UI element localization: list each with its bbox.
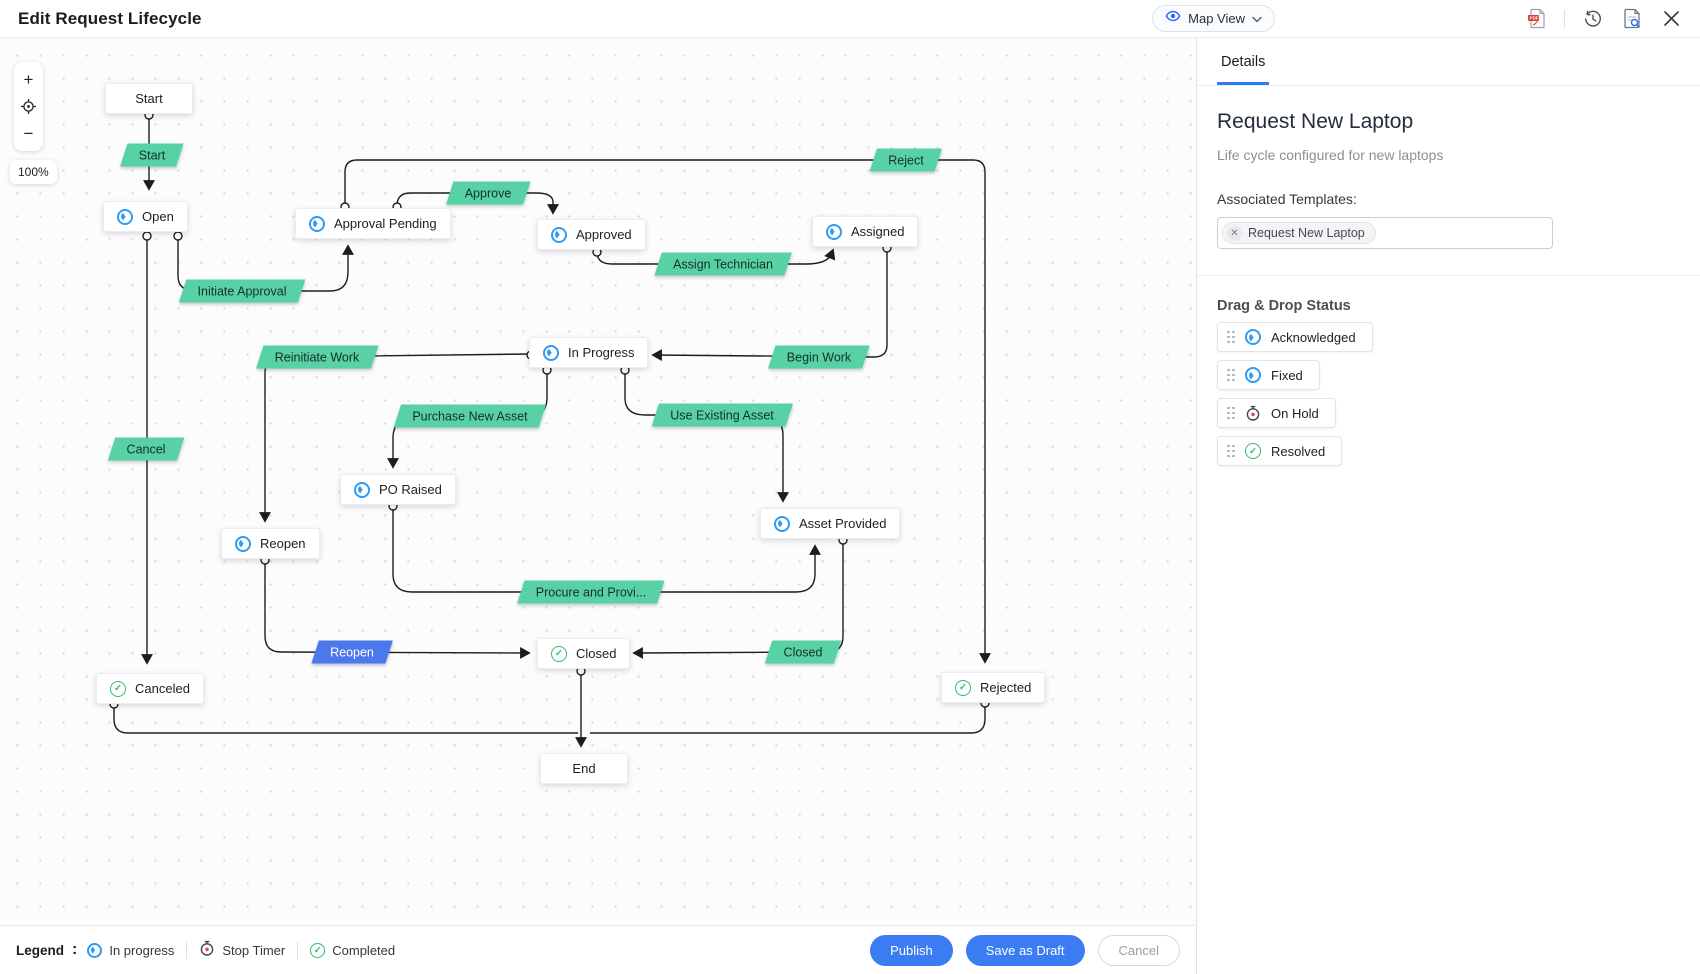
node-in-progress[interactable]: In Progress (529, 337, 649, 368)
page-title: Edit Request Lifecycle (18, 8, 202, 28)
in-progress-icon (354, 481, 370, 498)
template-chip-label: Request New Laptop (1248, 226, 1365, 240)
node-closed[interactable]: ✓Closed (537, 638, 631, 669)
stop-timer-icon (1245, 405, 1261, 422)
drag-handle-icon[interactable] (1227, 330, 1235, 344)
in-progress-icon (309, 215, 325, 232)
completed-icon: ✓ (110, 680, 126, 697)
node-rejected[interactable]: ✓Rejected (941, 672, 1046, 703)
transition-use-existing-asset[interactable]: Use Existing Asset (655, 404, 789, 427)
audit-document-search-icon[interactable] (1621, 8, 1643, 30)
node-approval-pending[interactable]: Approval Pending (295, 208, 451, 239)
transition-closed[interactable]: Closed (769, 641, 838, 664)
zoom-in-button[interactable]: + (23, 69, 34, 89)
status-card-acknowledged[interactable]: Acknowledged (1217, 322, 1373, 352)
history-icon[interactable] (1582, 8, 1604, 30)
legend-stop-timer: Stop Timer (199, 940, 285, 960)
completed-icon: ✓ (551, 645, 567, 662)
in-progress-icon (1245, 329, 1261, 345)
transition-assign-technician[interactable]: Assign Technician (658, 253, 788, 276)
node-approved[interactable]: Approved (537, 219, 646, 250)
flowchart: Start Open Approval Pending Approved Ass… (0, 38, 1196, 974)
map-view-dropdown[interactable]: Map View (1152, 5, 1275, 32)
in-progress-icon (87, 942, 103, 958)
drag-handle-icon[interactable] (1227, 368, 1235, 382)
legend-completed: ✓ Completed (310, 942, 395, 958)
header-divider (1564, 9, 1565, 28)
save-as-draft-button[interactable]: Save as Draft (965, 934, 1085, 966)
details-panel: Details Request New Laptop Life cycle co… (1196, 38, 1700, 974)
header-actions: PDF (1525, 8, 1682, 30)
node-assigned[interactable]: Assigned (812, 216, 919, 247)
eye-icon (1165, 8, 1181, 29)
transition-procure-and-provision[interactable]: Procure and Provi... (521, 581, 661, 604)
chevron-down-icon (1252, 10, 1262, 28)
transition-reject[interactable]: Reject (873, 149, 938, 172)
in-progress-icon (117, 208, 133, 225)
zoom-toolbar: + − (14, 62, 43, 151)
in-progress-icon (1245, 367, 1261, 383)
section-divider (1197, 275, 1700, 276)
transition-initiate-approval[interactable]: Initiate Approval (183, 280, 302, 303)
transition-approve[interactable]: Approve (450, 182, 527, 205)
close-icon[interactable] (1660, 8, 1682, 30)
node-asset-provided[interactable]: Asset Provided (760, 508, 901, 539)
in-progress-icon (774, 515, 790, 532)
legend-divider (297, 941, 299, 959)
cancel-button[interactable]: Cancel (1097, 934, 1180, 966)
legend-label: Legend (16, 942, 65, 958)
node-reopen[interactable]: Reopen (221, 528, 320, 559)
transition-reopen[interactable]: Reopen (315, 641, 389, 664)
remove-template-icon[interactable]: ✕ (1227, 225, 1242, 241)
zoom-out-button[interactable]: − (23, 123, 34, 143)
node-po-raised[interactable]: PO Raised (340, 474, 456, 505)
recenter-icon[interactable] (14, 93, 43, 120)
transition-begin-work[interactable]: Begin Work (772, 346, 866, 369)
header: Edit Request Lifecycle Map View PDF (0, 0, 1700, 38)
publish-button[interactable]: Publish (870, 934, 953, 966)
status-card-on-hold[interactable]: On Hold (1217, 398, 1336, 428)
stop-timer-icon (199, 940, 215, 960)
completed-icon: ✓ (1245, 443, 1261, 459)
in-progress-icon (543, 344, 559, 361)
associated-templates-input[interactable]: ✕ Request New Laptop (1217, 217, 1553, 249)
completed-icon: ✓ (310, 942, 326, 958)
transition-reinitiate-work[interactable]: Reinitiate Work (260, 346, 375, 369)
node-start[interactable]: Start (105, 83, 193, 114)
export-pdf-icon[interactable]: PDF (1525, 8, 1547, 30)
panel-tabs: Details (1197, 38, 1700, 86)
in-progress-icon (826, 223, 842, 240)
lifecycle-description: Life cycle configured for new laptops (1217, 147, 1444, 163)
transition-cancel[interactable]: Cancel (112, 438, 181, 461)
lifecycle-title: Request New Laptop (1217, 110, 1414, 133)
map-view-label: Map View (1188, 11, 1245, 26)
tab-details[interactable]: Details (1217, 54, 1270, 85)
svg-text:PDF: PDF (1529, 16, 1538, 21)
drag-handle-icon[interactable] (1227, 406, 1235, 420)
node-open[interactable]: Open (103, 201, 188, 232)
drag-drop-status-label: Drag & Drop Status (1217, 298, 1351, 314)
lifecycle-canvas[interactable]: + − 100% (0, 38, 1196, 974)
transition-purchase-new-asset[interactable]: Purchase New Asset (397, 405, 542, 428)
node-end[interactable]: End (540, 753, 628, 784)
status-card-resolved[interactable]: ✓ Resolved (1217, 436, 1343, 466)
in-progress-icon (551, 226, 567, 243)
node-canceled[interactable]: ✓Canceled (96, 673, 204, 704)
legend-in-progress: In progress (87, 942, 174, 958)
zoom-level: 100% (10, 160, 57, 184)
associated-templates-label: Associated Templates: (1217, 191, 1357, 207)
canvas-footer: Legend : In progress Stop Timer ✓ Comple… (0, 925, 1196, 974)
completed-icon: ✓ (955, 679, 971, 696)
in-progress-icon (235, 535, 251, 552)
legend-separator: : (72, 941, 78, 958)
drag-handle-icon[interactable] (1227, 444, 1235, 458)
legend-divider (186, 941, 188, 959)
flow-connectors (109, 110, 991, 748)
transition-start[interactable]: Start (124, 144, 180, 167)
template-chip: ✕ Request New Laptop (1222, 222, 1376, 244)
status-card-fixed[interactable]: Fixed (1217, 360, 1320, 390)
